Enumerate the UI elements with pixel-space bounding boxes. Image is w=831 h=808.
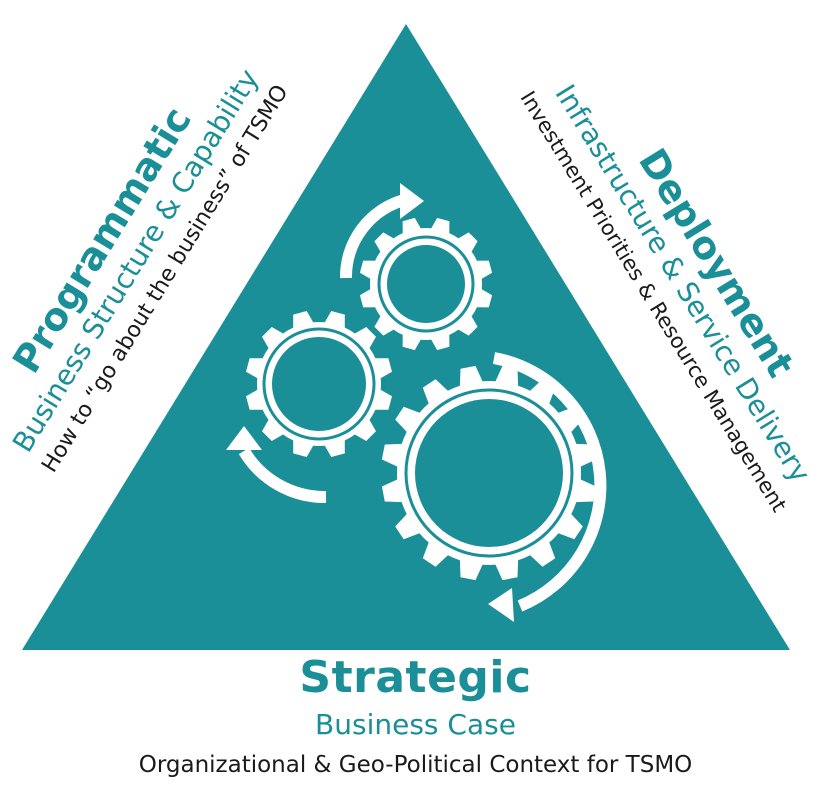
rotation-arrow-icon	[226, 426, 327, 504]
rotation-arrow-icon	[488, 352, 607, 622]
gear-body	[246, 311, 392, 457]
bottom-title: Strategic	[299, 652, 532, 703]
bottom-subtitle: Business Case	[315, 708, 516, 741]
gear-body	[381, 365, 597, 581]
bottom-description: Organizational & Geo-Political Context f…	[138, 752, 693, 778]
gear-icon	[359, 217, 493, 351]
gear-icon	[381, 365, 597, 581]
gear-inner-ring	[377, 235, 475, 333]
gear-icon	[246, 311, 392, 457]
gear-inner-ring	[404, 388, 574, 558]
rotation-arrow-icon	[339, 183, 424, 279]
gear-inner-ring	[262, 327, 376, 441]
